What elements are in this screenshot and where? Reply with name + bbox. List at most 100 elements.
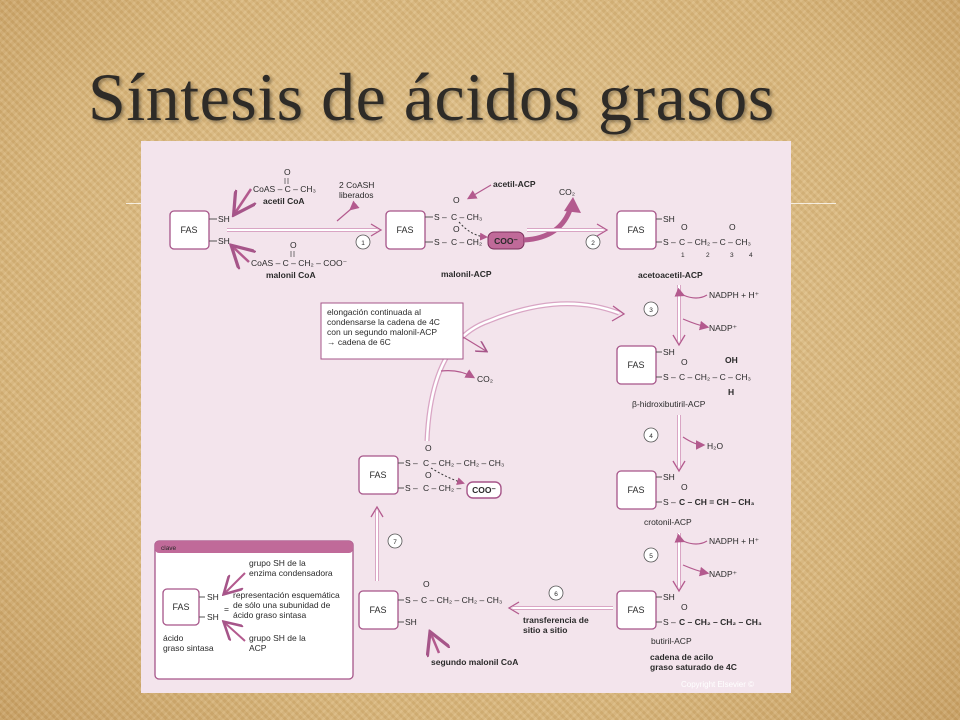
butyryl-s: S – (663, 617, 676, 627)
title-rule-left (126, 203, 144, 204)
svg-text:COO⁻: COO⁻ (472, 485, 496, 495)
hydroxy-oh: OH (725, 355, 738, 365)
svg-text:FAS: FAS (172, 602, 189, 612)
fas-box-6: FAS (616, 590, 657, 630)
crotonyl-s: S – (663, 497, 676, 507)
title-rule-right (790, 203, 836, 204)
nadph-3: NADPH + H⁺ (709, 290, 760, 300)
elong-top-s: S – (405, 458, 418, 468)
nadph-5: NADPH + H⁺ (709, 536, 760, 546)
co2-2: CO₂ (477, 374, 493, 384)
left-butyryl-chain: C – CH₂ – CH₂ – CH₃ (421, 595, 502, 605)
fatty-acid-synthesis-diagram: FAS SH SH O CoAS – C – CH₃ acetil CoA O … (141, 141, 791, 693)
step-5-badge (643, 547, 659, 563)
svg-text:SH: SH (207, 612, 219, 622)
svg-text:FAS: FAS (396, 225, 413, 235)
second-malonyl-label: segundo malonil CoA (431, 657, 518, 667)
malonyl-acp-chain: C – CH₂ (451, 237, 482, 247)
hydroxy-chain: C – CH₂ – C – CH₃ (679, 372, 751, 382)
svg-text:2: 2 (591, 240, 595, 247)
malonyl-coa-label: malonil CoA (266, 270, 316, 280)
fas-box-5: FAS (616, 470, 657, 510)
svg-text:COO⁻: COO⁻ (494, 236, 518, 246)
crotonyl-chain: C – CH = CH – CH₃ (679, 497, 755, 507)
svg-text:FAS: FAS (627, 225, 644, 235)
butyryl-o: O (681, 602, 688, 612)
fas-box-1: FAS (169, 210, 210, 250)
step-2-badge (585, 234, 601, 250)
left-butyryl-s: S – (405, 595, 418, 605)
acetoacetyl-s: S – (663, 237, 676, 247)
svg-text:3: 3 (649, 307, 653, 314)
acetyl-acp-o: O (453, 195, 460, 205)
co2-1: CO₂ (559, 187, 575, 197)
acetyl-acp-chain: C – CH₃ (451, 212, 482, 222)
carbon-number-1: 1 (681, 252, 685, 259)
hydroxy-o: O (681, 357, 688, 367)
acetoacetyl-chain: C – CH₂ – C – CH₃ (679, 237, 751, 247)
hydroxybutyryl-acp-label: β-hidroxibutiril-ACP (632, 399, 706, 409)
svg-text:7: 7 (393, 539, 397, 546)
sh-top-1: SH (218, 214, 230, 224)
fas-box-2: FAS (385, 210, 426, 250)
acetyl-coa-label: acetil CoA (263, 196, 305, 206)
elong-bottom-o: O (425, 470, 432, 480)
svg-text:FAS: FAS (627, 605, 644, 615)
key-title: clave (161, 545, 177, 552)
hydroxy-s: S – (663, 372, 676, 382)
elong-top-o: O (425, 443, 432, 453)
malonyl-acp-s: S – (434, 237, 447, 247)
step-6-badge (548, 585, 564, 601)
crotonyl-o: O (681, 482, 688, 492)
hydroxy-sh: SH (663, 347, 675, 357)
elong-bottom-chain: C – CH₂ – (423, 483, 462, 493)
step-4-badge (643, 427, 659, 443)
svg-text:FAS: FAS (627, 485, 644, 495)
acetoacetyl-acp-label: acetoacetil-ACP (638, 270, 703, 280)
svg-text:FAS: FAS (369, 470, 386, 480)
left-butyryl-sh: SH (405, 617, 417, 627)
malonyl-acp-label: malonil-ACP (441, 269, 492, 279)
diagram-canvas: FAS SH SH O CoAS – C – CH₃ acetil CoA O … (154, 167, 762, 689)
elong-top-chain: C – CH₂ – CH₂ – CH₃ (423, 458, 504, 468)
step-1-badge (355, 234, 371, 250)
malonyl-coa-o: O (290, 240, 297, 250)
step-3-badge (643, 301, 659, 317)
svg-text:=: = (224, 604, 229, 614)
acetoacetyl-sh: SH (663, 214, 675, 224)
svg-text:FAS: FAS (369, 605, 386, 615)
malonyl-acp-o: O (453, 224, 460, 234)
elong-bottom-s: S – (405, 483, 418, 493)
acetyl-acp-label: acetil-ACP (493, 179, 536, 189)
carbon-number-4: 4 (749, 252, 753, 259)
nadp-3: NADP⁺ (709, 323, 738, 333)
butyryl-chain: C – CH₂ – CH₂ – CH₃ (679, 617, 762, 627)
sh-bottom-1: SH (218, 236, 230, 246)
carbon-number-2: 2 (706, 252, 710, 259)
fas-box-3: FAS (616, 210, 657, 250)
copyright: Copyright Elsevier © (681, 680, 754, 689)
svg-text:SH: SH (207, 592, 219, 602)
hydroxy-h: H (728, 387, 734, 397)
step-7-badge (387, 533, 403, 549)
acetoacetyl-o2: O (729, 222, 736, 232)
acetyl-coa-formula: CoAS – C – CH₃ (253, 184, 316, 194)
svg-text:6: 6 (554, 591, 558, 598)
left-butyryl-o: O (423, 579, 430, 589)
carbon-number-3: 3 (730, 252, 734, 259)
crotonyl-acp-label: crotonil-ACP (644, 517, 692, 527)
slide-title: Síntesis de ácidos grasos (88, 59, 775, 135)
acetoacetyl-o1: O (681, 222, 688, 232)
fas-box-8: FAS (358, 455, 399, 495)
svg-text:FAS: FAS (180, 225, 197, 235)
